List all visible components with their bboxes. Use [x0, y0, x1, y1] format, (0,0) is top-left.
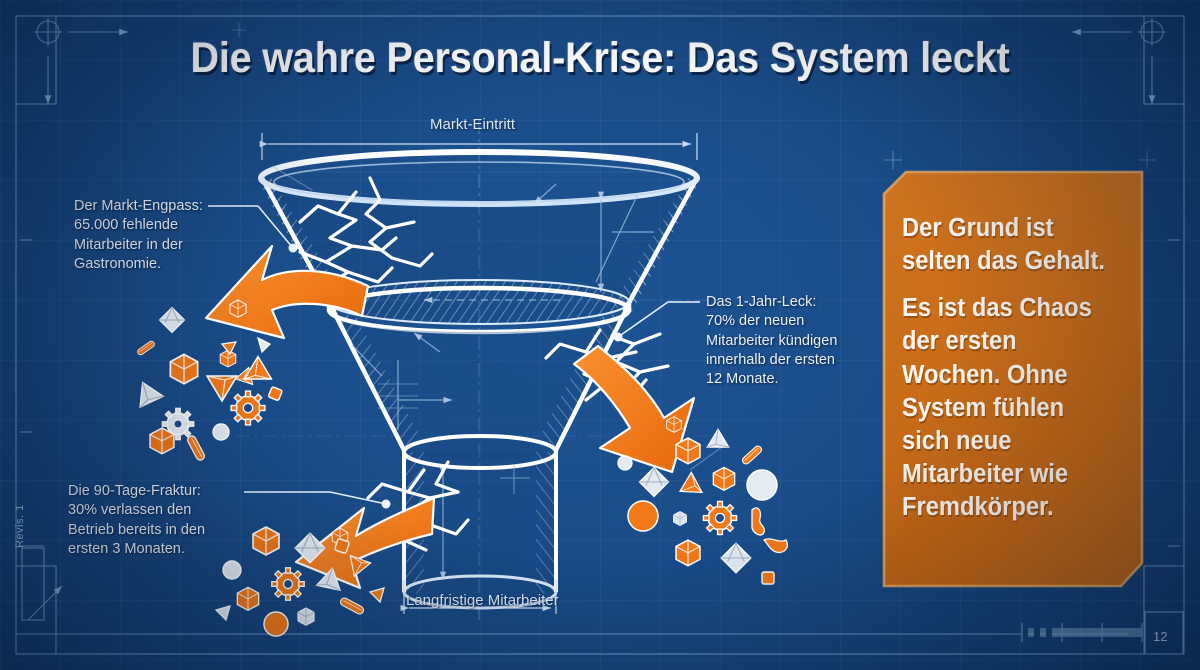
- callout-one-year-leak: Das 1-Jahr-Leck: 70% der neuen Mitarbeit…: [706, 293, 866, 389]
- page-title: Die wahre Personal-Krise: Das System lec…: [190, 34, 1010, 82]
- callout-line: Der Markt-Engpass:: [74, 198, 203, 214]
- callout-market-bottleneck: Der Markt-Engpass: 65.000 fehlende Mitar…: [74, 197, 224, 274]
- callout-line: 30% verlassen den: [68, 502, 192, 519]
- callout-line: Die 90-Tage-Fraktur:: [68, 483, 201, 499]
- callout-ninety-day-fracture: Die 90-Tage-Fraktur: 30% verlassen den B…: [68, 482, 238, 559]
- callout-line: 12 Monate.: [706, 371, 779, 388]
- insight-paragraph: Der Grund ist selten das Gehalt.: [902, 214, 1105, 276]
- insight-panel-text: Der Grund ist selten das Gehalt. Es ist …: [902, 212, 1110, 524]
- callout-line: Mitarbeiter in der: [74, 236, 183, 253]
- debris-cluster-right: [617, 416, 788, 585]
- funnel-top-label: Markt-Eintritt: [430, 116, 516, 133]
- sheet-number: 12: [1153, 629, 1168, 644]
- callout-line: Gastronomie.: [74, 255, 162, 272]
- debris-cluster-bottom-left: [214, 526, 385, 637]
- funnel-bottom-label: Langfristige Mitarbeiter: [406, 592, 559, 609]
- callout-line: Das 1-Jahr-Leck:: [706, 294, 817, 310]
- callout-line: 65.000 fehlende: [74, 217, 179, 234]
- leak-arrow-top-left: [204, 244, 370, 340]
- callout-line: ersten 3 Monaten.: [68, 540, 185, 557]
- callout-line: Betrieb bereits in den: [68, 521, 206, 538]
- debris-cluster-left: [130, 299, 283, 463]
- callout-line: 70% der neuen: [706, 313, 805, 330]
- callout-line: innerhalb der ersten: [706, 351, 835, 368]
- callout-line: Mitarbeiter kündigen: [706, 332, 838, 349]
- revision-label: Revis. 1: [14, 504, 26, 548]
- leak-arrow-mid-right: [572, 344, 696, 474]
- insight-paragraph: Es ist das Chaos der ersten Wochen. Ohne…: [902, 294, 1092, 522]
